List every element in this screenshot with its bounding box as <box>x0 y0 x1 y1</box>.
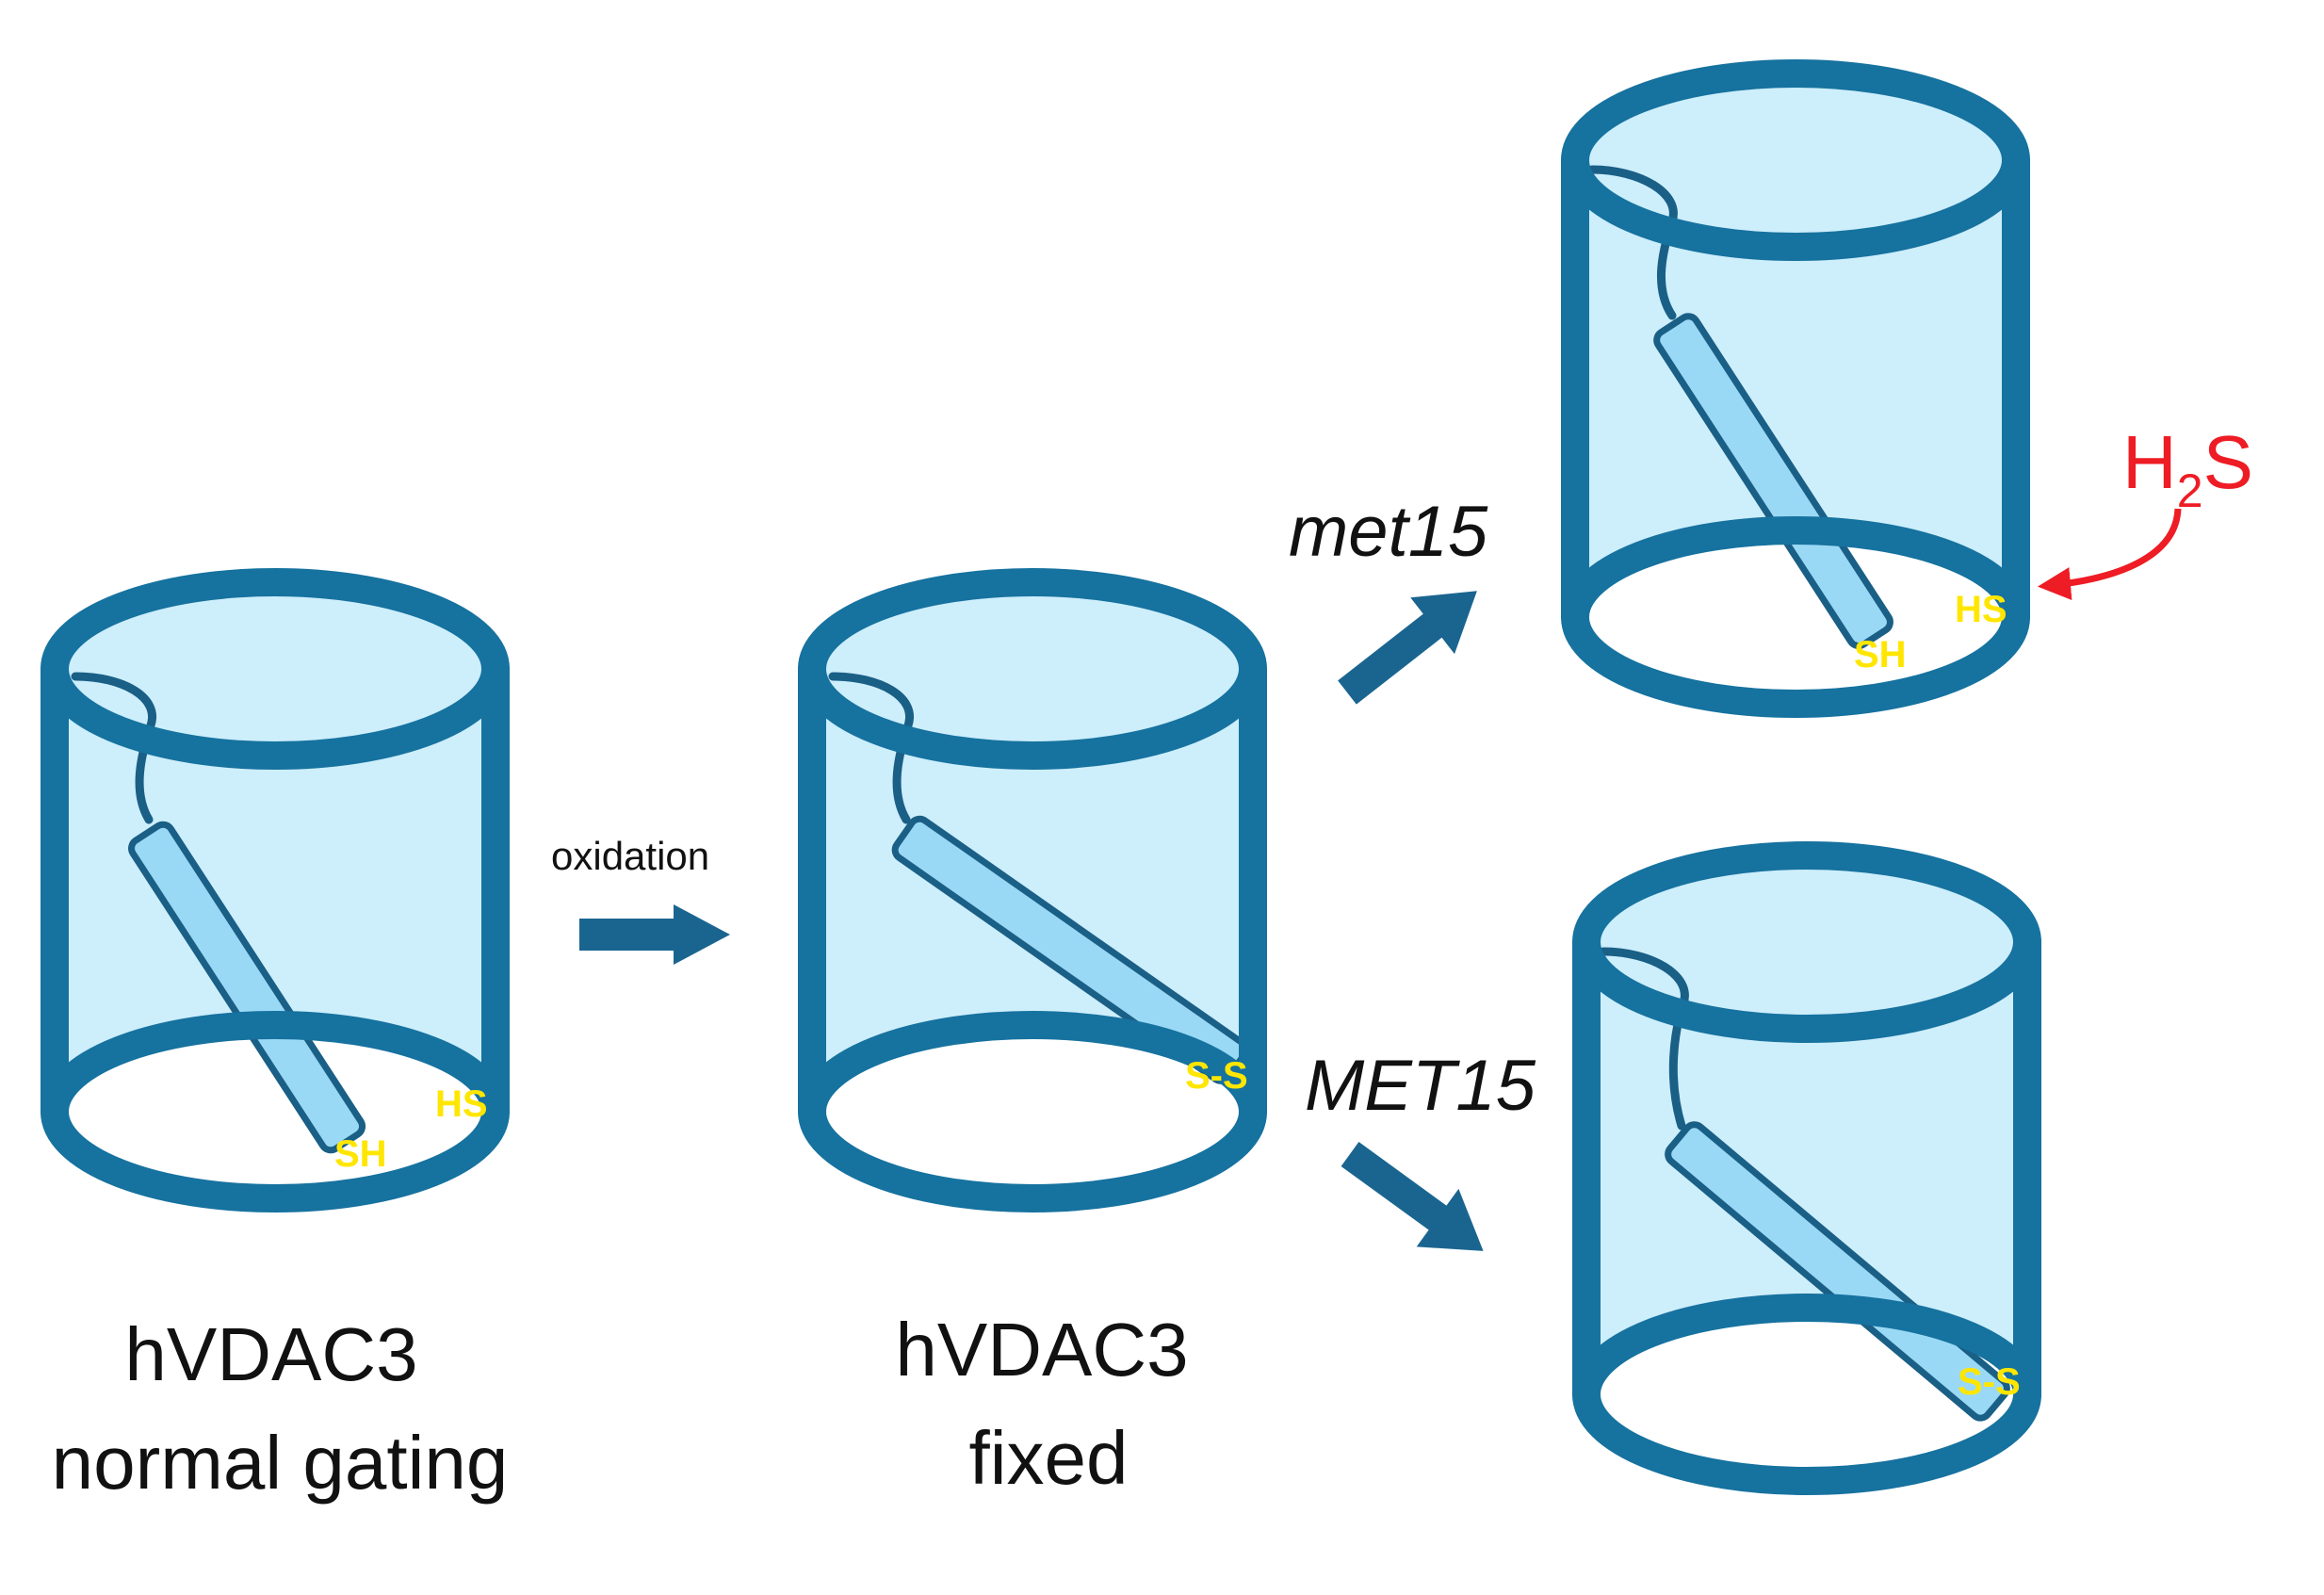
arrow-to-MET15 <box>1341 1142 1484 1251</box>
alpha-helix <box>128 821 366 1154</box>
barrel-bottom-rim <box>798 1011 1267 1213</box>
barrel-bottom-opening <box>825 1038 1240 1185</box>
helix-thiol-label: SH <box>334 1133 387 1175</box>
barrel-top-face <box>1586 855 2027 1029</box>
helix-thiol-label: SH <box>1854 634 1907 675</box>
oxidation-arrow <box>579 904 730 965</box>
barrel-bottom-opening <box>1588 544 2003 691</box>
n-terminal-loop <box>71 672 156 824</box>
channel-met15-uppercase: S-S <box>1572 841 2041 1495</box>
fixed-caption-line1: hVDAC3 <box>895 1308 1188 1392</box>
channel-fixed: S-S <box>798 568 1267 1213</box>
barrel-top-face <box>812 582 1253 756</box>
barrel-top-face <box>55 582 496 756</box>
barrel-top-face <box>1575 73 2016 247</box>
channel-normal: SH HS <box>41 568 510 1213</box>
arrow-to-met15 <box>1338 591 1477 705</box>
MET15-uppercase-label: MET15 <box>1305 1046 1536 1126</box>
h2s-arrow <box>2038 508 2182 600</box>
oxidation-label: oxidation <box>551 834 709 878</box>
h2s-label: H2S <box>2122 420 2253 517</box>
disulfide-label: S-S <box>1958 1361 2021 1403</box>
channel-met15-lowercase: SH HS <box>1561 59 2030 718</box>
barrel-bottom-rim <box>41 1011 510 1213</box>
barrel-bottom-rim <box>1561 516 2030 718</box>
fixed-caption-line2: fixed <box>969 1416 1129 1500</box>
n-terminal-loop <box>828 672 914 824</box>
disulfide-label: S-S <box>1185 1055 1248 1097</box>
wall-thiol-label: HS <box>435 1083 488 1125</box>
wall-thiol-label: HS <box>1955 589 2007 630</box>
barrel-bottom-rim <box>1572 1294 2041 1495</box>
normal-caption-line2: normal gating <box>52 1421 509 1505</box>
alpha-helix <box>1653 313 1893 650</box>
barrel-bottom-opening <box>68 1038 482 1185</box>
alpha-helix <box>1665 1121 2010 1422</box>
met15-lowercase-label: met15 <box>1289 492 1488 572</box>
normal-caption-line1: hVDAC3 <box>124 1312 417 1396</box>
